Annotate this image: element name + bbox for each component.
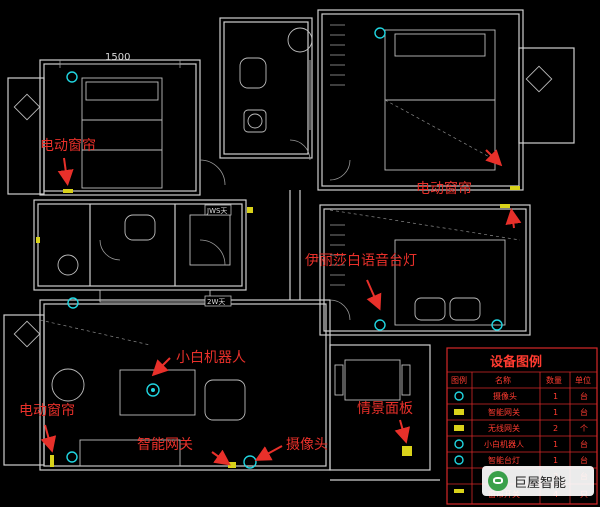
curtain-switch-icon [500,204,510,208]
legend-header-unit: 单位 [575,375,591,385]
dimension-line: 1500 [59,52,181,68]
legend-row-unit: 台 [580,455,588,465]
legend-gateway-icon [454,409,464,415]
annotation-gateway: 智能网关 [137,437,193,453]
light-icon [66,71,78,83]
legend-row-name: 小白机器人 [484,439,524,449]
device-tag-2: 2W天 [207,298,225,306]
device-tags: JWS天 2W天 [204,204,232,307]
curtain-switch-icon [63,189,73,193]
light-icon [374,319,386,331]
dimension-label: 1500 [105,52,130,63]
legend-robot-icon [454,439,464,449]
annotation-curtain-right: 电动窗帘 [416,180,472,197]
legend-title: 设备图例 [490,354,542,370]
annotation-curtain-bottom-left: 电动窗帘 [19,402,75,419]
legend-camera-icon [454,391,464,401]
device-tag-1: JWS天 [206,207,227,215]
curtain-switch-icon [50,455,54,467]
legend-row-unit: 台 [580,439,588,449]
legend-row-qty: 1 [553,392,558,401]
legend-row-unit: 个 [580,424,588,433]
legend-row-qty: 1 [553,440,558,449]
legend-header-name: 名称 [495,375,511,385]
legend-curtain-switch-icon [454,489,464,493]
legend-wireless-gateway-icon [454,425,464,431]
legend-lamp-icon [454,455,464,465]
legend-row-qty: 2 [553,424,558,433]
light-icon [67,297,79,309]
curtain-switch-icon [510,186,520,190]
legend-row-qty: 1 [553,408,558,417]
switch-icon [247,207,253,213]
annotation-camera: 摄像头 [286,437,328,453]
light-icon [66,451,78,463]
legend-row-qty: 1 [553,456,558,465]
legend-header-icon: 图例 [451,375,467,385]
annotation-scene-panel: 情景面板 [357,401,413,417]
annotation-robot: 小白机器人 [176,350,246,366]
gateway-icon [228,462,236,468]
light-icon [374,27,386,39]
annotations: 电动窗帘 电动窗帘 伊丽莎白语音台灯 小白机器人 电动窗帘 智能网关 摄像头 情… [19,137,522,466]
watermark: 巨屋智能 [482,466,594,496]
legend-row-name: 智能网关 [488,407,520,417]
legend-header-qty: 数量 [546,375,562,385]
devices [36,27,520,469]
annotation-curtain-top-left: 电动窗帘 [40,137,96,154]
camera-icon [243,455,257,469]
legend-row-name: 无线网关 [488,423,520,433]
scene-panel-icon [402,446,412,456]
legend-row-unit: 台 [580,407,588,417]
walls [3,9,575,481]
furniture [13,24,553,467]
annotation-lamp: 伊丽莎白语音台灯 [305,252,417,269]
legend-row-unit: 台 [580,391,588,401]
switch-icon [36,237,40,243]
watermark-text: 巨屋智能 [514,475,567,491]
robot-icon [146,383,160,397]
wechat-icon [488,471,508,491]
legend-row-name: 智能台灯 [488,455,520,465]
legend-row-name: 摄像头 [493,391,517,401]
light-icon [491,319,503,331]
